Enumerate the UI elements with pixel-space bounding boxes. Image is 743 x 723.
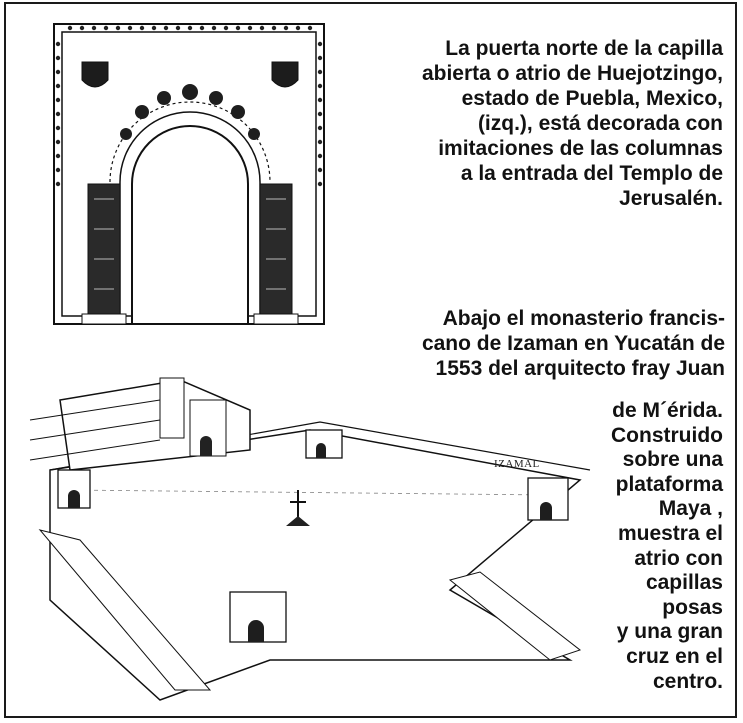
caption-line: Jerusalén. — [619, 187, 723, 210]
izamal-label: IZAMAL — [494, 458, 540, 470]
caption-line: posas — [662, 595, 723, 619]
caption-line: (izq.), está decorada con — [477, 112, 723, 135]
caption-line: centro. — [652, 669, 723, 693]
caption-line: plataforma — [615, 472, 723, 496]
caption-line: Abajo el monasterio francis- — [442, 307, 725, 330]
caption-izamal-column: de M´érida. Construido sobre una platafo… — [611, 399, 723, 694]
caption-line: Construido — [611, 423, 723, 447]
caption-huejotzingo: La puerta norte de la capilla abierta o … — [422, 36, 723, 211]
caption-line: cruz en el — [626, 644, 723, 668]
caption-line: muestra el — [617, 521, 723, 545]
caption-line: sobre una — [622, 448, 723, 472]
izamal-monastery-illustration — [29, 377, 591, 701]
caption-line: y una gran — [616, 620, 723, 644]
caption-line: a la entrada del Templo de — [460, 162, 723, 185]
caption-line: estado de Puebla, Mexico, — [461, 87, 723, 110]
caption-line: atrio con — [634, 546, 723, 570]
caption-line: capillas — [645, 571, 723, 595]
caption-line: cano de Izaman en Yucatán de — [421, 332, 725, 355]
caption-line: La puerta norte de la capilla — [445, 37, 723, 60]
caption-line: 1553 del arquitecto fray Juan — [435, 357, 725, 380]
caption-line: Maya , — [658, 497, 723, 521]
huejotzingo-arch-illustration — [53, 23, 325, 325]
page-border — [4, 2, 737, 718]
caption-line: de M´érida. — [612, 399, 723, 422]
caption-line: abierta o atrio de Huejotzingo, — [421, 62, 723, 85]
caption-izamal-intro: Abajo el monasterio francis- cano de Iza… — [422, 306, 725, 381]
caption-line: imitaciones de las columnas — [438, 137, 723, 160]
